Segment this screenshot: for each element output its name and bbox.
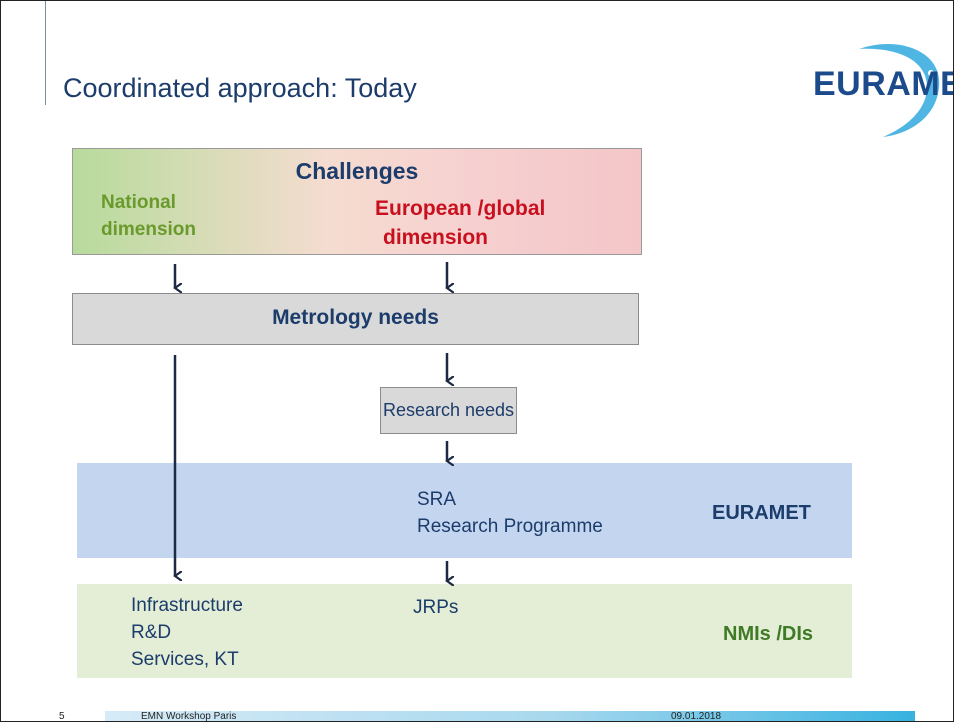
- footer-event: EMN Workshop Paris: [141, 711, 237, 722]
- rnd-text: R&D: [131, 622, 172, 643]
- sra-text: SRA: [417, 489, 457, 510]
- national-line-2: dimension: [101, 219, 197, 240]
- euramet-label: EURAMET: [712, 502, 811, 524]
- jrps-text: JRPs: [413, 597, 459, 618]
- nmi-band: [77, 584, 852, 678]
- slide-title: Coordinated approach: Today: [63, 73, 417, 103]
- research-needs-label: Research needs: [382, 400, 515, 420]
- challenges-title: Challenges: [295, 158, 419, 184]
- footer-date: 09.01.2018: [671, 711, 722, 722]
- nmi-label: NMIs /DIs: [723, 623, 814, 645]
- euramet-logo: EURAMET: [803, 41, 953, 137]
- national-line-1: National: [101, 192, 176, 213]
- logo-text: EURAMET: [813, 65, 953, 103]
- logo-swoosh-icon: [859, 43, 940, 137]
- footer-bar: [105, 711, 915, 721]
- title-accent-line: [45, 1, 46, 105]
- european-dimension-label: European /global dimension: [375, 194, 545, 252]
- european-line-2: dimension: [383, 226, 489, 249]
- services-kt-text: Services, KT: [131, 649, 239, 670]
- metrology-needs-label: Metrology needs: [272, 306, 439, 329]
- research-needs-box: Research needs: [380, 387, 517, 434]
- challenges-box: Challenges National dimension European /…: [72, 148, 642, 255]
- european-line-1: European /global: [375, 197, 546, 220]
- page-number: 5: [59, 711, 65, 722]
- euramet-band: [77, 463, 852, 558]
- national-dimension-label: National dimension: [101, 189, 196, 243]
- research-programme-text: Research Programme: [417, 516, 603, 537]
- metrology-needs-box: Metrology needs: [72, 293, 639, 345]
- infrastructure-text: Infrastructure: [131, 595, 243, 616]
